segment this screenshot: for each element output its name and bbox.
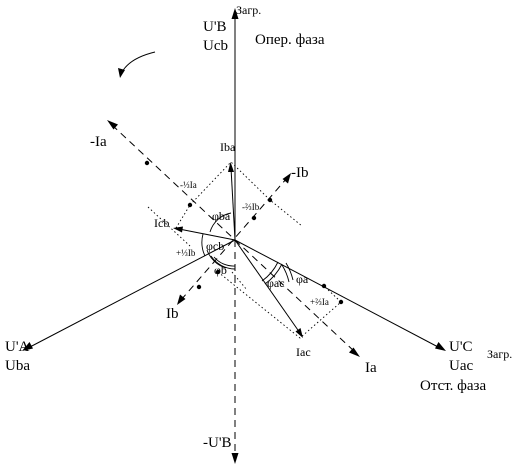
- ia-point-2: [338, 299, 344, 305]
- iac-construction-line: [217, 271, 342, 339]
- icb-label: Icb: [154, 216, 169, 230]
- uc-arrowhead: [435, 342, 446, 351]
- ib-point-1: [215, 269, 221, 275]
- ib-arrowhead: [177, 294, 186, 305]
- neg-ib-point-2: [251, 215, 257, 221]
- neg-ub-arrowhead: [231, 453, 239, 464]
- neg-ib-label: -Ib: [291, 165, 309, 181]
- icb-construction-line-b: [175, 204, 191, 229]
- third-ia-label: -⅓Ia: [180, 180, 197, 190]
- otst-faza-label: Отст. фаза: [420, 378, 486, 394]
- uac-label: Uac: [449, 358, 473, 374]
- plus-third-ib-label: +⅓Ib: [176, 248, 196, 258]
- uba-label: Uba: [5, 358, 30, 374]
- phi-ba-arc: [209, 212, 232, 233]
- icb-construction-line-a: [147, 206, 191, 247]
- ib-construction-line: [231, 271, 248, 291]
- ub-arrowhead: [231, 8, 239, 19]
- phi-cb-label: φcb: [206, 239, 224, 253]
- ub-prime-label: U'B: [203, 19, 227, 35]
- rotation-arrow-icon: [121, 51, 156, 73]
- phi-a-arc-outer: [285, 262, 294, 281]
- neg-ib-point-1: [267, 197, 273, 203]
- phi-a-arc: [281, 264, 290, 283]
- phi-b-arc-outer: [210, 255, 236, 270]
- phi-ac-arc: [261, 261, 279, 282]
- phi-ba-label: φba: [212, 209, 231, 223]
- uc-prime-label: U'C: [449, 339, 473, 355]
- neg-ib-arrowhead: [282, 173, 291, 184]
- phi-a-label: φa: [296, 272, 309, 286]
- zagr-top-label: Загр.: [236, 3, 261, 17]
- icb-arrowhead: [173, 226, 183, 233]
- phi-ac-arc-outer: [264, 263, 283, 285]
- phi-b-label: φb: [214, 263, 227, 277]
- iac-arrowhead: [295, 328, 303, 338]
- ucb-label: Ucb: [203, 38, 228, 54]
- neg-ia-label: -Ia: [90, 134, 107, 150]
- two-thirds-ib-label: -⅔Ib: [242, 202, 260, 212]
- ua-vector: [27, 239, 236, 349]
- iba-vector: [230, 167, 236, 241]
- ib-point-2: [196, 284, 202, 290]
- plus-two-thirds-ia-label: +⅔Ia: [310, 297, 329, 307]
- ua-arrowhead: [22, 342, 33, 351]
- phi-cb-arc: [201, 233, 206, 257]
- ia-axis-line: [111, 124, 356, 353]
- iac-label: Iac: [296, 345, 311, 359]
- zagr-right-label: Загр.: [487, 347, 512, 361]
- icb-vector: [178, 228, 236, 241]
- ia-point-1: [321, 283, 327, 289]
- iba-arrowhead: [228, 162, 234, 172]
- oper-faza-label: Опер. фаза: [255, 32, 325, 48]
- ib-label: Ib: [166, 306, 179, 322]
- neg-ia-point-2: [187, 202, 193, 208]
- neg-ia-point-1: [144, 160, 150, 166]
- rotation-arrowhead-icon: [118, 68, 125, 78]
- phi-b-arc: [213, 256, 236, 267]
- uc-vector: [234, 239, 441, 349]
- phi-ac-label: φac: [267, 276, 285, 290]
- iba-label: Iba: [220, 140, 236, 154]
- ia-arrowhead: [349, 347, 360, 357]
- ia-label: Ia: [365, 360, 377, 376]
- neg-ia-arrowhead: [107, 120, 118, 130]
- iac-vector: [234, 239, 301, 334]
- iba-construction-line: [189, 161, 303, 227]
- ua-prime-label: U'A: [5, 339, 30, 355]
- neg-ub-prime-label: -U'B: [203, 435, 232, 451]
